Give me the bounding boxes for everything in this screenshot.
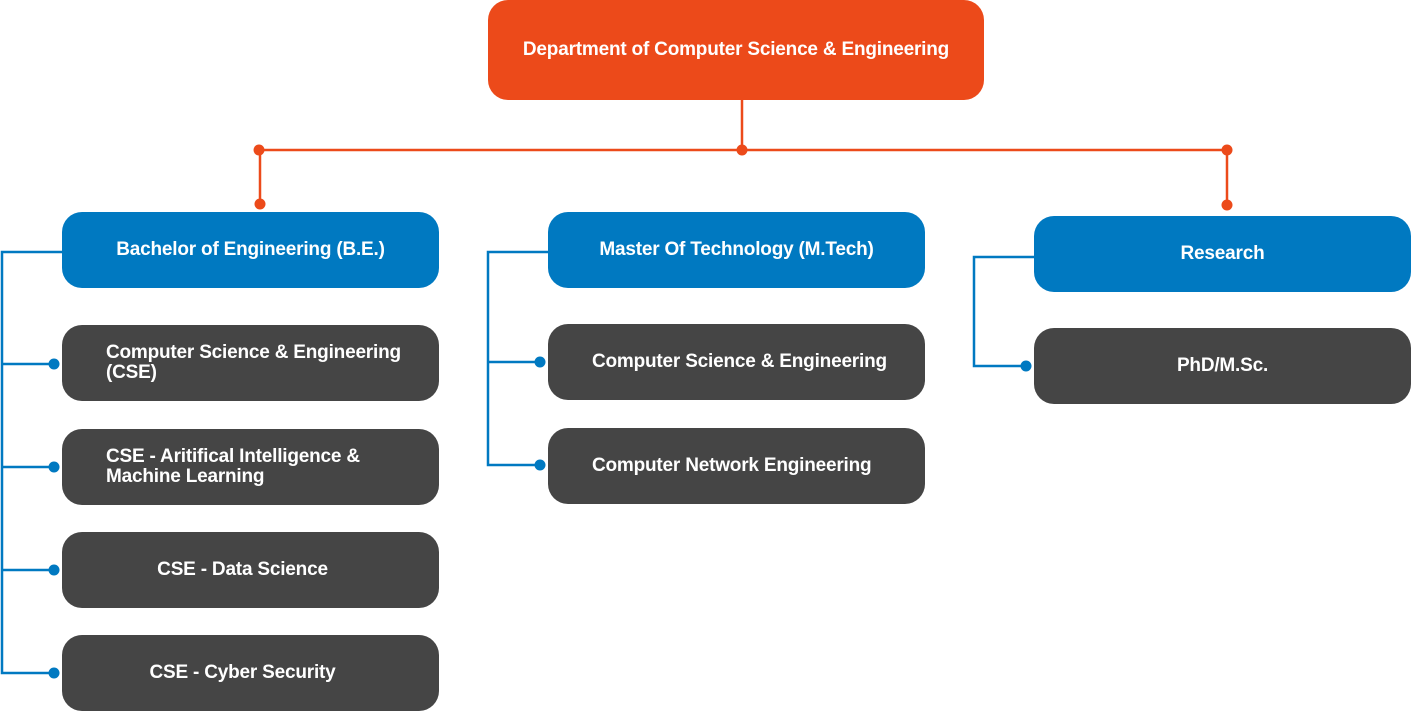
program-label: CSE - Aritifical Intelligence & Machine … <box>106 446 360 487</box>
program-mtech-network: Computer Network Engineering <box>548 428 925 504</box>
item-dot <box>48 667 60 679</box>
program-cse: Computer Science & Engineering (CSE) <box>62 325 439 401</box>
item-dot <box>48 358 60 370</box>
category-label: Research <box>1180 243 1265 264</box>
root-node: Department of Computer Science & Enginee… <box>488 0 984 100</box>
root-node-label: Department of Computer Science & Enginee… <box>522 39 950 60</box>
program-label: CSE - Cyber Security <box>149 662 336 683</box>
item-dot <box>534 356 546 368</box>
item-dot <box>1020 360 1032 372</box>
be-connector-dots <box>48 358 60 679</box>
program-cse-data-science: CSE - Data Science <box>62 532 439 608</box>
item-dot <box>48 564 60 576</box>
junction-dot <box>736 144 748 156</box>
item-dot <box>48 461 60 473</box>
category-research: Research <box>1034 216 1411 292</box>
program-cse-aiml: CSE - Aritifical Intelligence & Machine … <box>62 429 439 505</box>
junction-dot <box>1221 199 1233 211</box>
be-bracket-line <box>0 250 62 675</box>
program-label: CSE - Data Science <box>157 559 328 580</box>
research-connectors <box>972 255 1034 368</box>
category-bachelor-of-engineering: Bachelor of Engineering (B.E.) <box>62 212 439 288</box>
program-cse-cyber-security: CSE - Cyber Security <box>62 635 439 711</box>
program-label: Computer Science & Engineering (CSE) <box>106 342 401 383</box>
research-connector-dots <box>1020 360 1032 372</box>
category-label: Bachelor of Engineering (B.E.) <box>116 239 385 260</box>
category-master-of-technology: Master Of Technology (M.Tech) <box>548 212 925 288</box>
program-label: PhD/M.Sc. <box>1176 355 1269 376</box>
category-label: Master Of Technology (M.Tech) <box>599 239 874 260</box>
mtech-bracket-line <box>486 250 548 467</box>
mtech-connector-dots <box>534 356 546 471</box>
program-phd-msc: PhD/M.Sc. <box>1034 328 1411 404</box>
junction-dot <box>1221 144 1233 156</box>
junction-dot <box>254 198 266 210</box>
item-dot <box>534 459 546 471</box>
mtech-connectors <box>486 250 548 467</box>
research-bracket-line <box>972 255 1034 368</box>
program-label: Computer Science & Engineering <box>592 351 887 372</box>
program-label: Computer Network Engineering <box>592 455 872 476</box>
junction-dot <box>253 144 265 156</box>
program-mtech-cse: Computer Science & Engineering <box>548 324 925 400</box>
be-connectors <box>0 250 62 675</box>
root-connector-dots <box>253 144 1233 211</box>
